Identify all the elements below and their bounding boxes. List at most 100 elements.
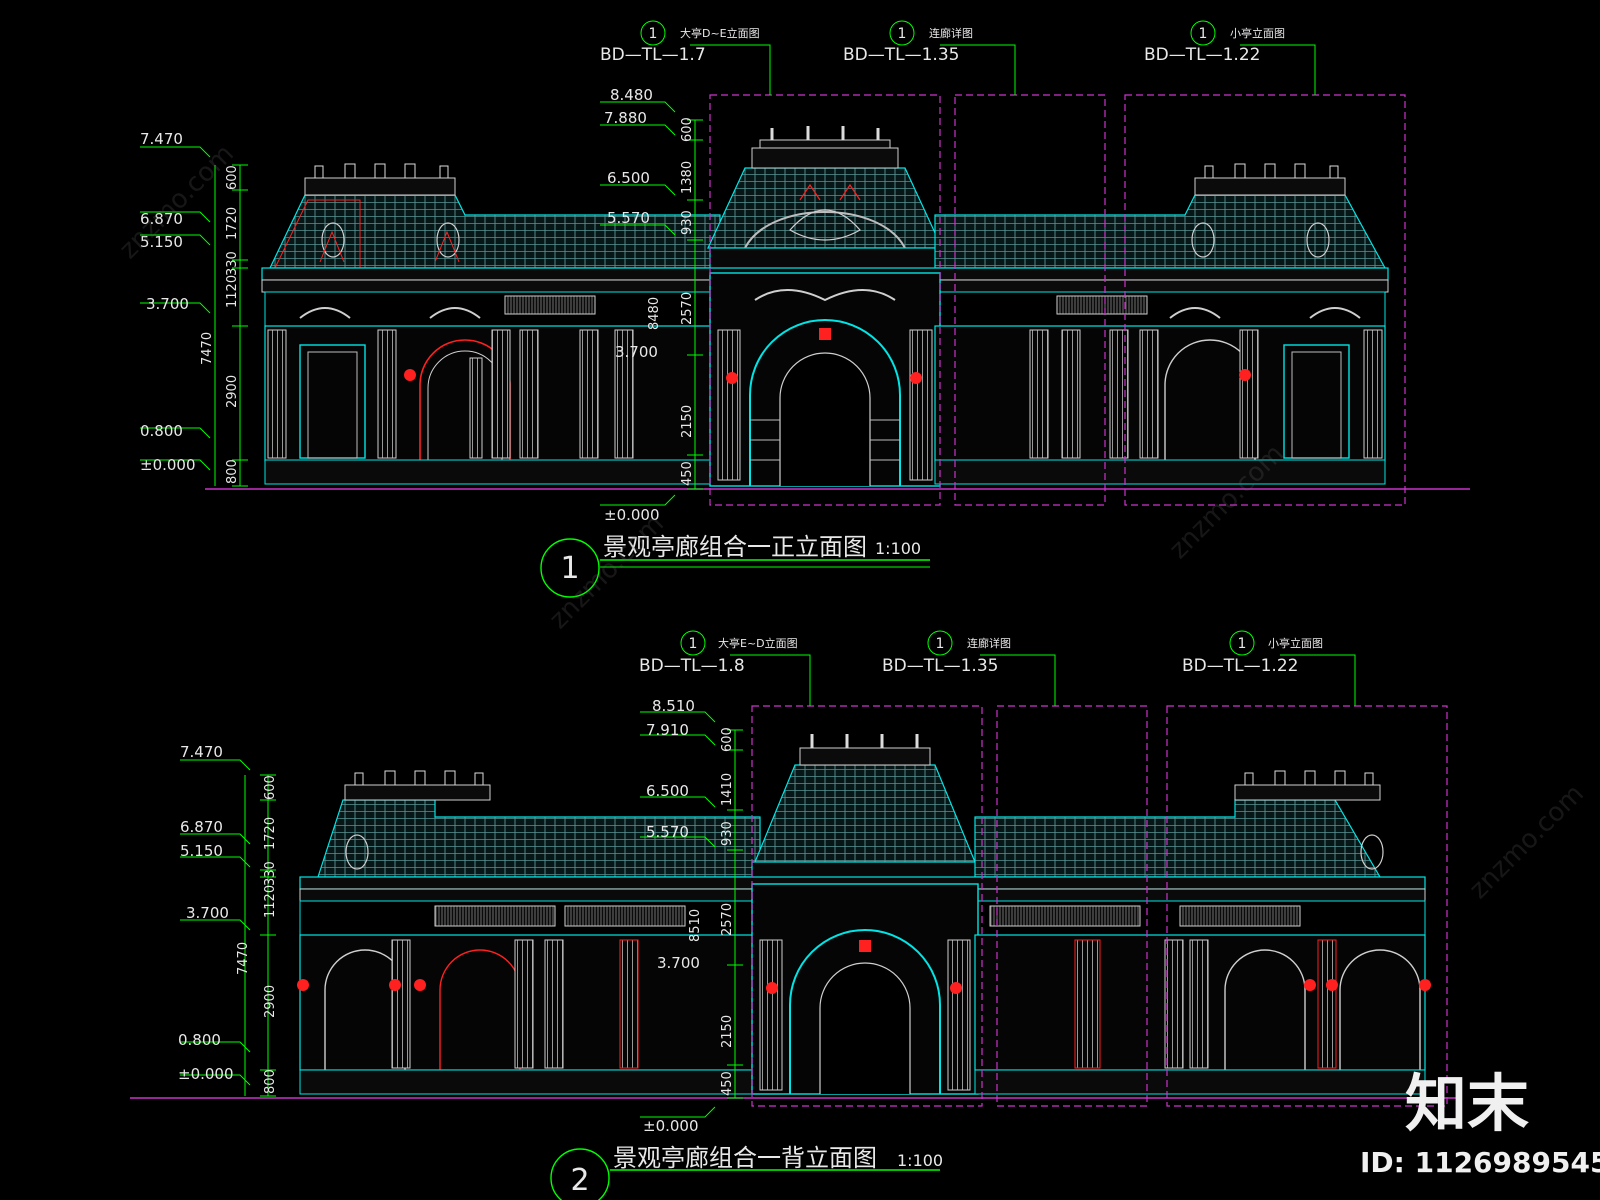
callout-1-c: 1 小亭立面图 BD—TL—1.22 (1144, 20, 1285, 65)
svg-text:1: 1 (560, 551, 579, 586)
svg-text:800: 800 (225, 459, 240, 484)
watermark-logo: 知末 (1405, 1067, 1529, 1140)
left-dims-2: 600 1720 1120 330 7470 2900 800 (236, 775, 278, 1094)
svg-text:1720: 1720 (225, 207, 240, 240)
central-pavilion-roof (707, 126, 943, 274)
center-dims-1: 600 1380 930 2570 2150 450 8480 (647, 117, 695, 486)
keystone-icon (819, 328, 831, 340)
svg-text:BD—TL—1.35: BD—TL—1.35 (882, 656, 998, 676)
svg-text:BD—TL—1.35: BD—TL—1.35 (843, 45, 959, 65)
lantern-icon (1326, 979, 1338, 991)
drawing-title: 景观亭廊组合一背立面图 (613, 1144, 877, 1172)
center-levels-2: 8.510 7.910 6.500 5.570 3.700 ±0.000 (643, 697, 700, 1135)
center-dimension-lines (600, 101, 703, 506)
level-label: 3.700 (657, 954, 700, 972)
lantern-icon (414, 979, 426, 991)
level-label: 3.700 (615, 343, 658, 361)
level-label: 7.470 (140, 130, 183, 148)
svg-text:连廊详图: 连廊详图 (967, 636, 1011, 650)
level-label: 7.880 (604, 109, 647, 127)
center-dims-2: 600 1410 930 2570 2150 450 8510 (688, 727, 735, 1096)
callout-2-c: 1 小亭立面图 BD—TL—1.22 (1182, 630, 1323, 676)
level-label: 6.870 (140, 210, 183, 228)
svg-text:2570: 2570 (680, 292, 695, 325)
svg-text:连廊详图: 连廊详图 (929, 26, 973, 40)
svg-text:1: 1 (936, 636, 945, 652)
lantern-icon (950, 982, 962, 994)
svg-text:800: 800 (263, 1069, 278, 1094)
level-label: 5.150 (180, 842, 223, 860)
svg-text:450: 450 (720, 1071, 735, 1096)
center-dimension-lines (640, 711, 743, 1118)
svg-text:BD—TL—1.7: BD—TL—1.7 (600, 45, 706, 65)
svg-text:7470: 7470 (200, 332, 215, 365)
svg-text:330: 330 (225, 251, 240, 276)
svg-text:BD—TL—1.22: BD—TL—1.22 (1182, 656, 1298, 676)
title-graphics-2 (550, 1148, 940, 1200)
lantern-icon (910, 372, 922, 384)
right-wing-roof (934, 163, 1387, 269)
svg-text:1: 1 (649, 26, 658, 42)
svg-text:930: 930 (680, 210, 695, 235)
svg-text:大亭D~E立面图: 大亭D~E立面图 (680, 26, 760, 40)
level-label: 7.470 (180, 743, 223, 761)
callout-2-a: 1 大亭E~D立面图 BD—TL—1.8 (639, 630, 798, 676)
svg-text:1380: 1380 (680, 161, 695, 194)
svg-text:600: 600 (680, 117, 695, 142)
right-wing-body (974, 934, 1431, 1095)
svg-text:8510: 8510 (688, 909, 703, 942)
lantern-icon (1304, 979, 1316, 991)
svg-text:1120: 1120 (225, 275, 240, 308)
detail-boxes (751, 705, 1448, 1107)
level-label: 3.700 (186, 904, 229, 922)
svg-text:1120: 1120 (263, 885, 278, 918)
svg-text:2: 2 (570, 1163, 589, 1198)
level-label: 0.800 (178, 1031, 221, 1049)
left-wing-body (297, 934, 756, 1095)
svg-text:BD—TL—1.8: BD—TL—1.8 (639, 656, 745, 676)
level-label: 3.700 (146, 295, 189, 313)
lantern-icon (389, 979, 401, 991)
svg-text:8480: 8480 (647, 297, 662, 330)
watermark-id: ID: 1126989545 (1360, 1146, 1600, 1179)
lantern-icon (1419, 979, 1431, 991)
lantern-icon (297, 979, 309, 991)
level-label: 7.910 (646, 721, 689, 739)
lantern-icon (726, 372, 738, 384)
svg-text:小亭立面图: 小亭立面图 (1268, 636, 1323, 650)
callouts-2: 1 大亭E~D立面图 BD—TL—1.8 1 连廊详图 BD—TL—1.35 1… (639, 630, 1323, 676)
keystone-icon (859, 940, 871, 952)
lantern-icon (1239, 369, 1251, 381)
callout-2-b: 1 连廊详图 BD—TL—1.35 (882, 630, 1011, 676)
title-2: 2 景观亭廊组合一背立面图 1:100 (570, 1144, 943, 1198)
level-label: 5.570 (646, 823, 689, 841)
callout-leaders (730, 654, 1356, 706)
svg-text:1: 1 (1199, 26, 1208, 42)
svg-text:小亭立面图: 小亭立面图 (1230, 26, 1285, 40)
elevation-2 (130, 654, 1460, 1200)
level-label: 6.500 (646, 782, 689, 800)
svg-text:600: 600 (263, 775, 278, 800)
level-label: ±0.000 (643, 1117, 699, 1135)
central-pavilion-body (751, 883, 979, 1095)
left-dimension-lines (140, 146, 248, 487)
title-graphics-1 (540, 538, 930, 598)
level-label: 8.510 (652, 697, 695, 715)
level-label: 5.150 (140, 233, 183, 251)
title-1: 1 景观亭廊组合一正立面图 1:100 (560, 533, 921, 586)
right-wing-roof (974, 770, 1384, 878)
level-label: 6.500 (607, 169, 650, 187)
callout-1-a: 1 大亭D~E立面图 BD—TL—1.7 (600, 20, 760, 65)
svg-text:1410: 1410 (720, 773, 735, 806)
callouts-1: 1 大亭D~E立面图 BD—TL—1.7 1 连廊详图 BD—TL—1.35 1… (600, 20, 1285, 65)
level-label: ±0.000 (604, 506, 660, 524)
left-wing-body (264, 325, 721, 485)
svg-text:BD—TL—1.22: BD—TL—1.22 (1144, 45, 1260, 65)
central-pavilion-roof (751, 734, 979, 885)
central-pavilion-body (709, 272, 941, 487)
level-label: 5.570 (607, 209, 650, 227)
cornice (261, 267, 1389, 327)
svg-text:930: 930 (720, 821, 735, 846)
svg-text:1: 1 (898, 26, 907, 42)
